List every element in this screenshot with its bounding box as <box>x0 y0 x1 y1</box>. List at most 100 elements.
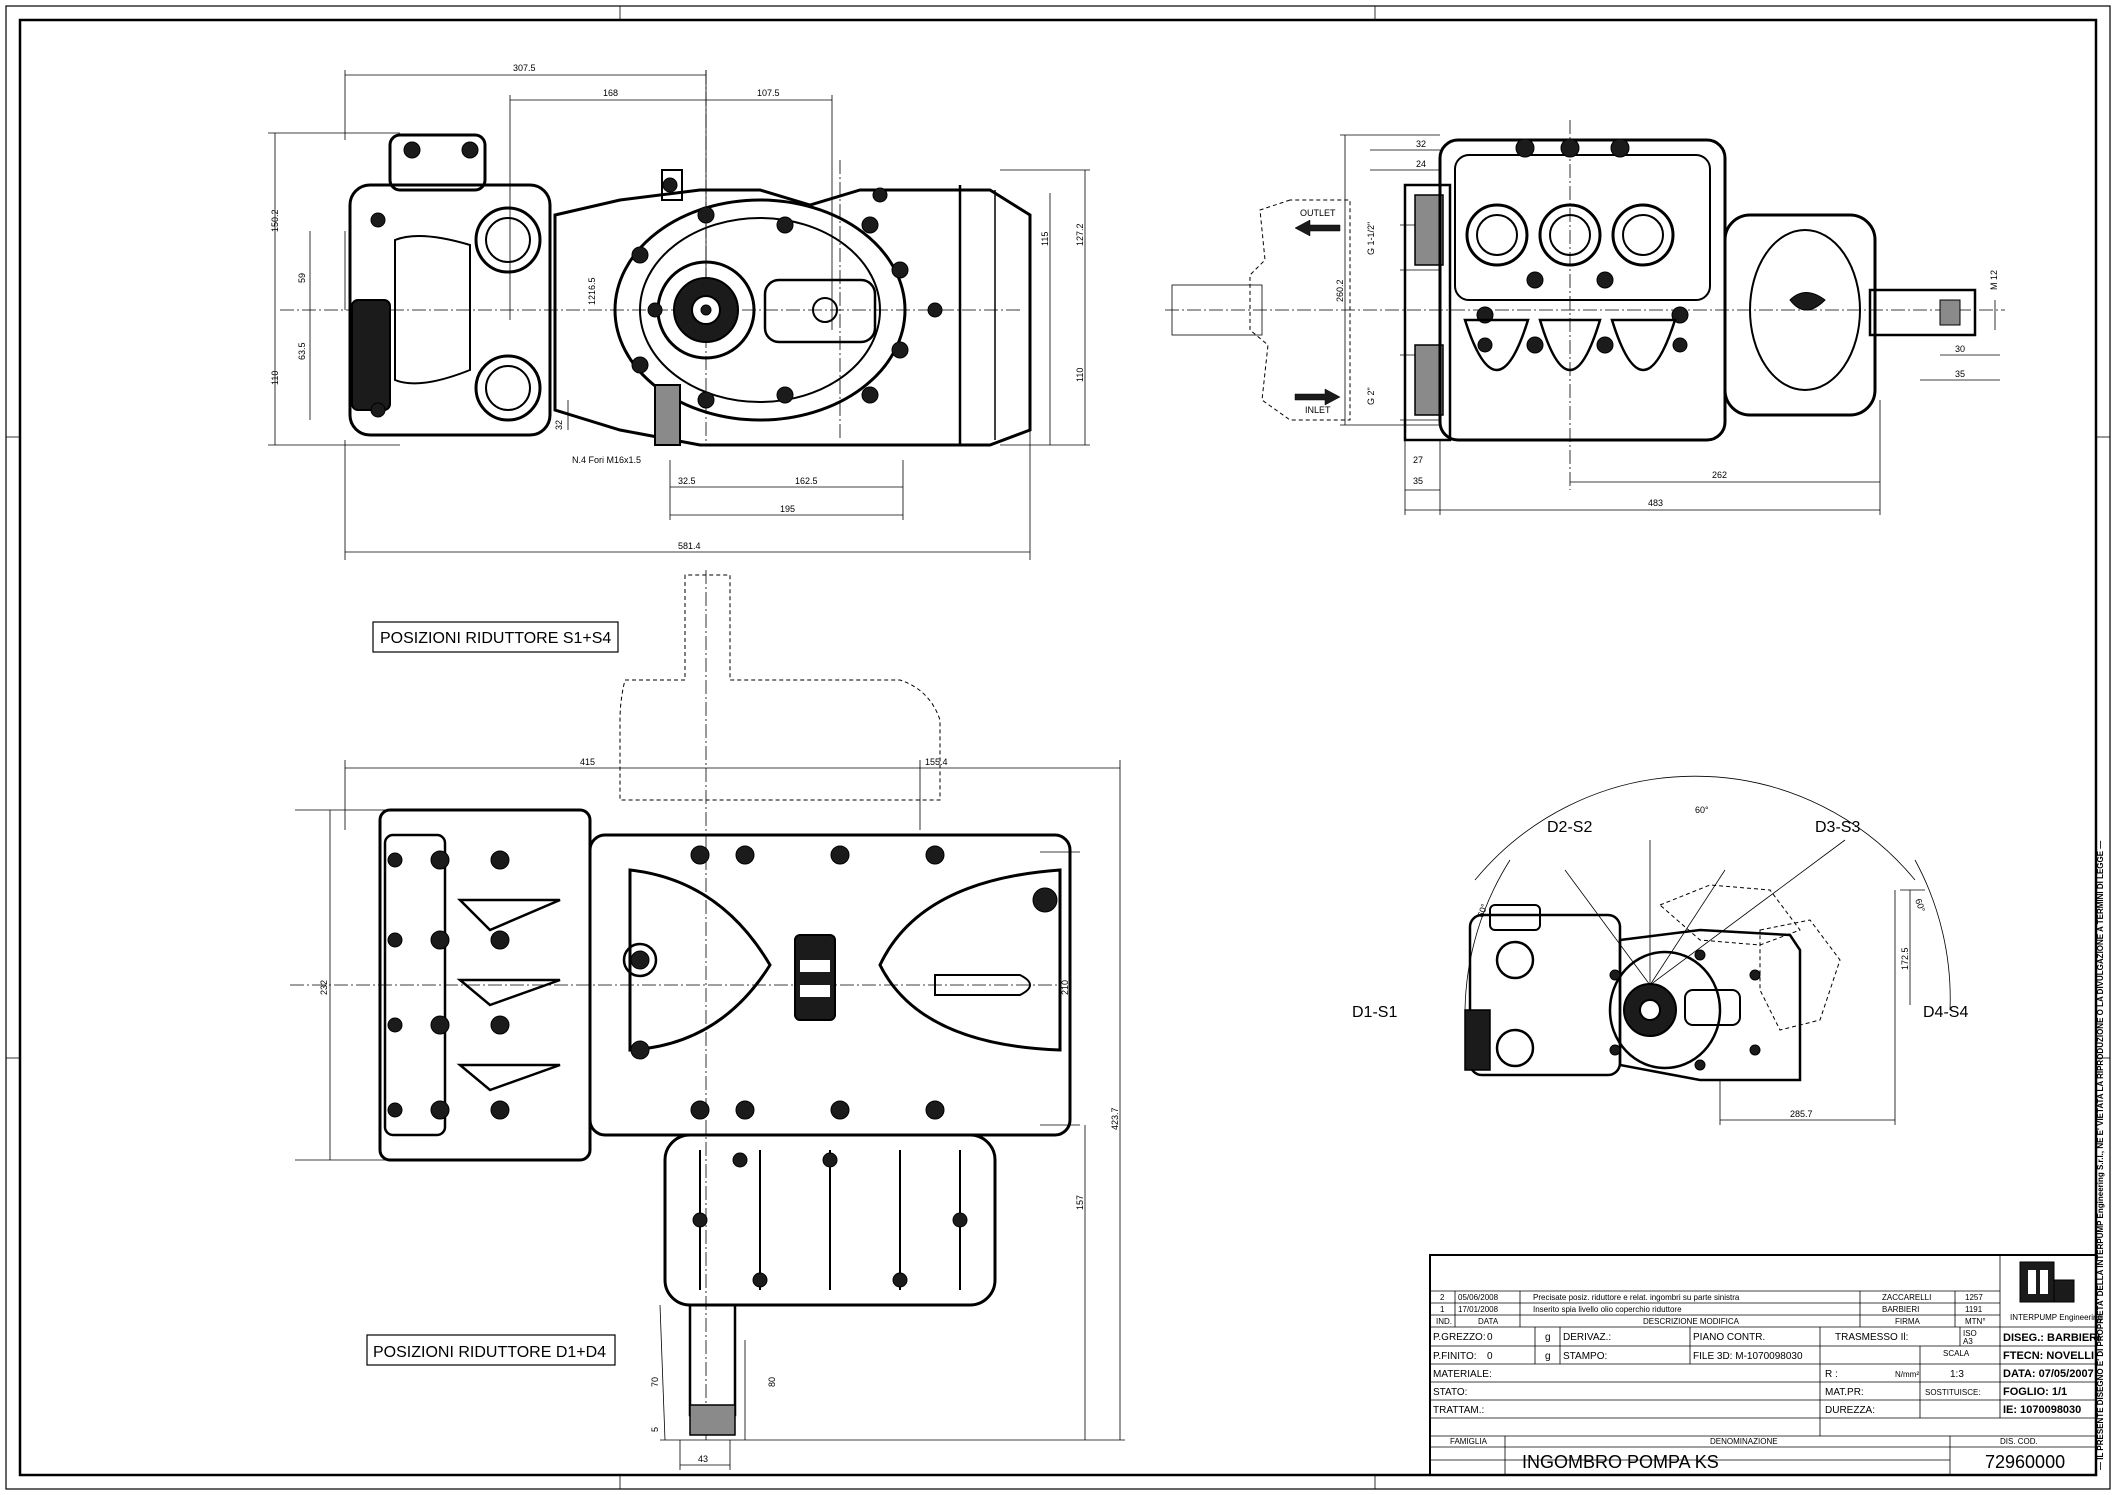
rev1-mtn: 1191 <box>1965 1305 1983 1314</box>
dim-59: 59 <box>297 273 307 283</box>
scala-label: SCALA <box>1943 1349 1970 1358</box>
dim-307: 307.5 <box>513 63 536 73</box>
pos-d4s4: D4-S4 <box>1923 1004 1968 1021</box>
pos-dim-172: 172.5 <box>1900 947 1910 970</box>
dim-32-5: 32.5 <box>678 476 696 486</box>
foglio-field: FOGLIO: 1/1 <box>2003 1386 2067 1398</box>
gearbox-positions-view: D2-S2 D3-S3 D1-S1 D4-S4 60° 60° 60° 172.… <box>1352 775 1968 1125</box>
title-block: INTERPUMP Engineering 2 05/06/2008 Preci… <box>1429 1254 2102 1476</box>
unit-g-1: g <box>1545 1332 1551 1343</box>
front-dim-423: 423.7 <box>1110 1107 1120 1130</box>
dim-150: 150.2 <box>270 209 280 232</box>
hdr-firma: FIRMA <box>1895 1317 1921 1326</box>
sostituisce-label: SOSTITUISCE: <box>1925 1388 1981 1397</box>
dim-168: 168 <box>603 88 618 98</box>
hdr-desc: DESCRIZIONE MODIFICA <box>1643 1317 1740 1326</box>
dim-110-right: 110 <box>1075 368 1085 382</box>
hdr-mtn: MTN° <box>1965 1317 1986 1326</box>
side-dim-35-left: 35 <box>1413 476 1423 486</box>
caption-s1s4: POSIZIONI RIDUTTORE S1+S4 <box>372 621 619 653</box>
denominazione-label: DENOMINAZIONE <box>1710 1437 1778 1446</box>
front-dim-5: 5 <box>650 1427 660 1432</box>
famiglia-label: FAMIGLIA <box>1450 1437 1488 1446</box>
rev2-ind: 2 <box>1440 1293 1445 1302</box>
scala-value: 1:3 <box>1950 1369 1964 1380</box>
unit-g-2: g <box>1545 1351 1551 1362</box>
angle-60-left: 60° <box>1475 902 1489 919</box>
pos-d2s2: D2-S2 <box>1547 819 1592 836</box>
angle-60-right: 60° <box>1913 897 1927 914</box>
side-dim-30: 30 <box>1955 344 1965 354</box>
hdr-ind: IND. <box>1436 1317 1452 1326</box>
data-field: DATA: 07/05/2007 <box>2003 1368 2094 1380</box>
rev1-firma: BARBIERI <box>1882 1305 1919 1314</box>
trasmesso-label: TRASMESSO Il: <box>1835 1332 1908 1343</box>
front-dim-70: 70 <box>650 1377 660 1387</box>
dim-581: 581.4 <box>678 541 701 551</box>
front-dim-210: 210 <box>1060 980 1070 995</box>
diseg-field: DISEG.: BARBIERI <box>2003 1332 2100 1344</box>
side-dim-32: 32 <box>1416 139 1426 149</box>
side-g112: G 1-1/2" <box>1366 222 1376 255</box>
dim-1216: 1216.5 <box>587 277 597 305</box>
iso-label: ISO <box>1963 1329 1977 1338</box>
a3-label: A3 <box>1963 1337 1973 1346</box>
p-finito-label: P.FINITO: <box>1433 1351 1477 1362</box>
rev1-date: 17/01/2008 <box>1458 1305 1499 1314</box>
nmm-label: N/mm² <box>1895 1370 1919 1379</box>
p-finito-value: 0 <box>1487 1351 1493 1362</box>
dis-cod-label: DIS. COD. <box>2000 1437 2038 1446</box>
pos-dim-285: 285.7 <box>1790 1109 1813 1119</box>
trattam-label: TRATTAM.: <box>1433 1405 1484 1416</box>
r-label: R : <box>1825 1369 1838 1380</box>
rev2-desc: Precisate posiz. riduttore e relat. ingo… <box>1533 1293 1740 1302</box>
svg-text:POSIZIONI RIDUTTORE D1+D4: POSIZIONI RIDUTTORE D1+D4 <box>373 1344 606 1361</box>
ie-field: IE: 1070098030 <box>2003 1404 2081 1416</box>
materiale-label: MATERIALE: <box>1433 1369 1492 1380</box>
dim-115: 115 <box>1040 232 1050 246</box>
side-view: OUTLET INLET 32 24 G 1-1/2" 260.2 G 2" 2… <box>1165 120 2005 515</box>
side-dim-27: 27 <box>1413 455 1423 465</box>
stampo-label: STAMPO: <box>1563 1351 1607 1362</box>
side-m12: M 12 <box>1989 270 1999 290</box>
outlet-label: OUTLET <box>1300 208 1336 218</box>
side-dim-35-right: 35 <box>1955 369 1965 379</box>
p-grezzo-value: 0 <box>1487 1332 1493 1343</box>
pos-d1s1: D1-S1 <box>1352 1004 1397 1021</box>
angle-60-top: 60° <box>1695 805 1709 815</box>
ftecn-field: FTECN: NOVELLI <box>2003 1350 2094 1362</box>
dim-63: 63.5 <box>297 342 307 360</box>
company-name: INTERPUMP Engineering <box>2010 1313 2102 1322</box>
dim-162: 162.5 <box>795 476 818 486</box>
front-view: 415 155.4 232 210 423.7 157 70 80 5 43 <box>290 570 1125 1470</box>
dim-107: 107.5 <box>757 88 780 98</box>
piano-contr-label: PIANO CONTR. <box>1693 1332 1765 1343</box>
top-view: 307.5 168 107.5 150.2 59 63.5 110 115 12… <box>268 63 1090 560</box>
durezza-label: DUREZZA: <box>1825 1405 1875 1416</box>
front-dim-157: 157 <box>1075 1195 1085 1210</box>
file-3d-field: FILE 3D: M-1070098030 <box>1693 1351 1803 1362</box>
side-g2: G 2" <box>1366 387 1376 405</box>
dim-127: 127.2 <box>1075 223 1085 246</box>
dim-32: 32 <box>554 420 564 430</box>
derivaz-label: DERIVAZ.: <box>1563 1332 1611 1343</box>
dim-110-left: 110 <box>270 371 280 385</box>
rev1-ind: 1 <box>1440 1305 1445 1314</box>
front-dim-415: 415 <box>580 757 595 767</box>
front-dim-80: 80 <box>767 1377 777 1387</box>
hdr-data: DATA <box>1478 1317 1499 1326</box>
drawing-title: INGOMBRO POMPA KS <box>1522 1452 1719 1472</box>
fori-label: N.4 Fori M16x1.5 <box>572 455 641 465</box>
front-dim-232: 232 <box>319 980 329 995</box>
dim-195: 195 <box>780 504 795 514</box>
pos-d3s3: D3-S3 <box>1815 819 1860 836</box>
rev2-firma: ZACCARELLI <box>1882 1293 1931 1302</box>
front-dim-43: 43 <box>698 1454 708 1464</box>
side-dim-483: 483 <box>1648 498 1663 508</box>
svg-text:POSIZIONI RIDUTTORE S1+S4: POSIZIONI RIDUTTORE S1+S4 <box>380 630 611 647</box>
inlet-label: INLET <box>1305 405 1331 415</box>
sheet-frame <box>5 5 2111 1490</box>
side-dim-260: 260.2 <box>1335 279 1345 302</box>
front-dim-155: 155.4 <box>925 757 948 767</box>
